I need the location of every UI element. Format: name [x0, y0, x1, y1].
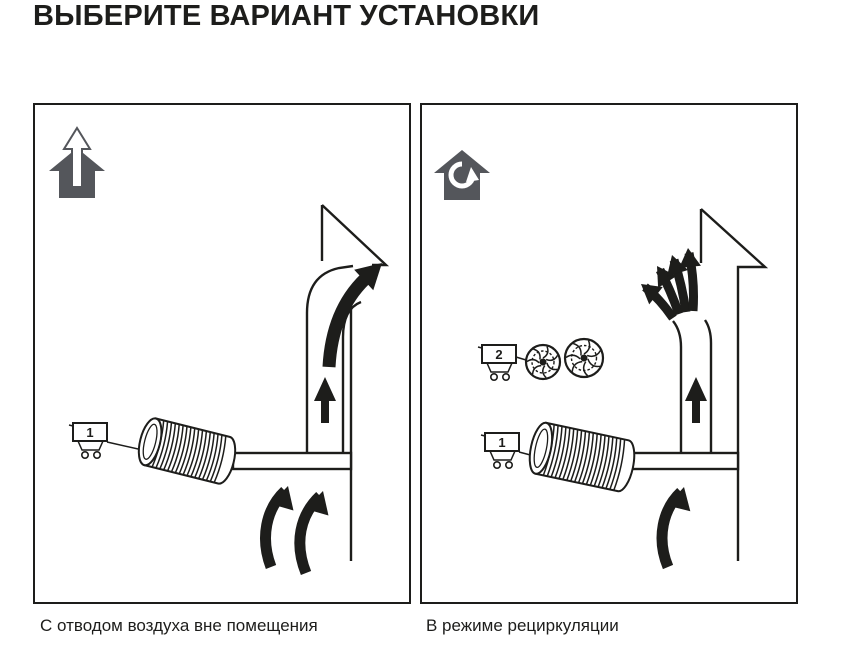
cart-wheel-icon — [92, 450, 101, 459]
intake-arrow — [656, 487, 691, 570]
option-panels: 1 — [33, 103, 798, 604]
cart-item-1: 1 — [68, 422, 108, 459]
hood-canopy — [231, 451, 353, 471]
cart-wheel-icon — [81, 450, 90, 459]
airflow-up-arrow — [314, 377, 336, 423]
up-arrow-icon — [62, 126, 92, 188]
wall-cutaway — [699, 208, 769, 561]
connector-line — [515, 356, 527, 361]
page-title: ВЫБЕРИТЕ ВАРИАНТ УСТАНОВКИ — [33, 0, 540, 32]
cart-wheel-icon — [490, 372, 499, 381]
hood-canopy — [619, 451, 740, 471]
exhaust-mode-diagram: 1 — [49, 126, 390, 576]
carbon-filter-disc — [524, 343, 562, 381]
cart-wheel-icon — [501, 372, 510, 381]
caption-exhaust-mode: С отводом воздуха вне помещения — [40, 616, 318, 635]
carbon-filter-disc — [563, 337, 605, 379]
wall-cutaway — [320, 204, 390, 561]
panel-recirculation-mode: 2 — [420, 103, 798, 604]
recirculation-flow-arrows — [641, 248, 701, 321]
house-exhaust-icon — [49, 126, 105, 198]
cart-number: 1 — [86, 425, 93, 440]
panel-exhaust-mode: 1 — [33, 103, 411, 604]
recirculation-mode-diagram: 2 — [434, 150, 769, 570]
recirculation-duct — [672, 319, 713, 453]
recirculation-arrow-icon — [448, 161, 476, 189]
corrugated-duct — [528, 421, 636, 493]
intake-arrows — [260, 486, 329, 576]
cart-item-1: 1 — [480, 432, 520, 469]
cart-number: 2 — [495, 347, 502, 362]
cart-wheel-icon — [504, 460, 513, 469]
cart-number: 1 — [498, 435, 505, 450]
corrugated-duct — [137, 417, 237, 485]
cart-item-2: 2 — [477, 344, 517, 381]
house-recirculation-icon — [434, 150, 490, 200]
cart-wheel-icon — [493, 460, 502, 469]
exhaust-flow-arrow — [322, 263, 382, 368]
caption-recirculation-mode: В режиме рециркуляции — [426, 616, 619, 635]
airflow-up-arrow — [685, 377, 707, 423]
